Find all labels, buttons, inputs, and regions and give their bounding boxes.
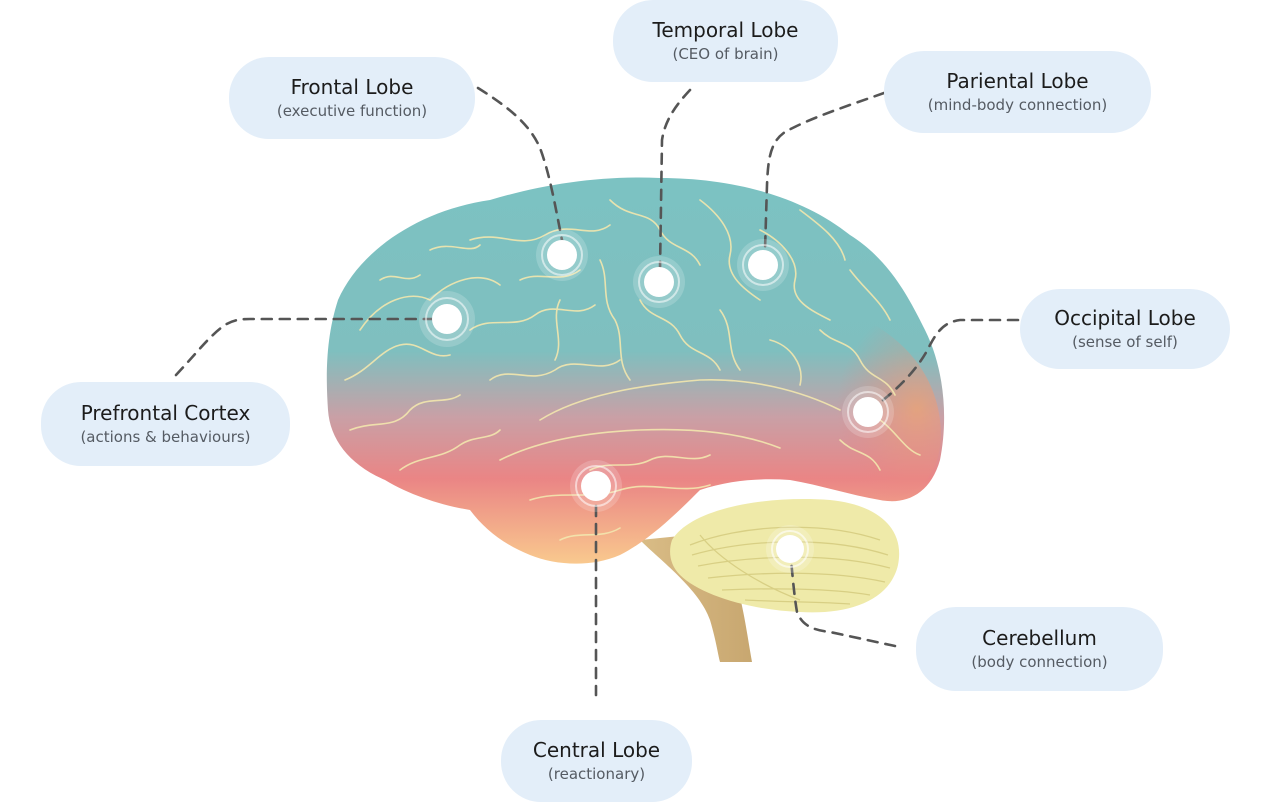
marker-parietal [737,239,789,291]
label-subtitle: (sense of self) [1072,333,1178,351]
label-title: Occipital Lobe [1054,306,1196,330]
marker-cerebellum [766,525,814,573]
label-subtitle: (mind-body connection) [927,96,1108,114]
connector-prefrontal [174,317,442,377]
label-parietal-lobe: Pariental Lobe (mind-body connection) [884,51,1151,133]
marker-prefrontal [419,291,475,347]
label-title: Prefrontal Cortex [80,401,251,425]
connector-temporal [658,88,692,272]
label-subtitle: (actions & behaviours) [80,428,251,446]
connector-cerebellum [788,546,897,648]
connector-frontal [476,86,564,242]
marker-temporal [633,256,685,308]
label-occipital-lobe: Occipital Lobe (sense of self) [1020,289,1230,369]
label-frontal-lobe: Frontal Lobe (executive function) [229,57,475,139]
connector-parietal [763,91,886,252]
label-temporal-lobe: Temporal Lobe (CEO of brain) [613,0,838,82]
label-central-lobe: Central Lobe (reactionary) [501,720,692,802]
label-title: Pariental Lobe [946,69,1089,93]
label-subtitle: (body connection) [971,653,1108,671]
marker-occipital [842,386,894,438]
label-subtitle: (executive function) [276,102,428,120]
region-markers [419,229,894,573]
connectors [174,86,1020,697]
label-subtitle: (reactionary) [547,765,646,783]
label-title: Cerebellum [982,626,1097,650]
brain-gyri [344,199,921,541]
connector-occipital [868,318,1020,412]
marker-central [570,460,622,512]
label-title: Frontal Lobe [290,75,414,99]
cerebellum-folds [689,526,891,605]
marker-frontal [536,229,588,281]
label-prefrontal-cortex: Prefrontal Cortex (actions & behaviours) [41,382,290,466]
label-cerebellum: Cerebellum (body connection) [916,607,1163,691]
label-subtitle: (CEO of brain) [672,45,779,63]
label-title: Central Lobe [532,738,661,762]
label-title: Temporal Lobe [652,18,799,42]
